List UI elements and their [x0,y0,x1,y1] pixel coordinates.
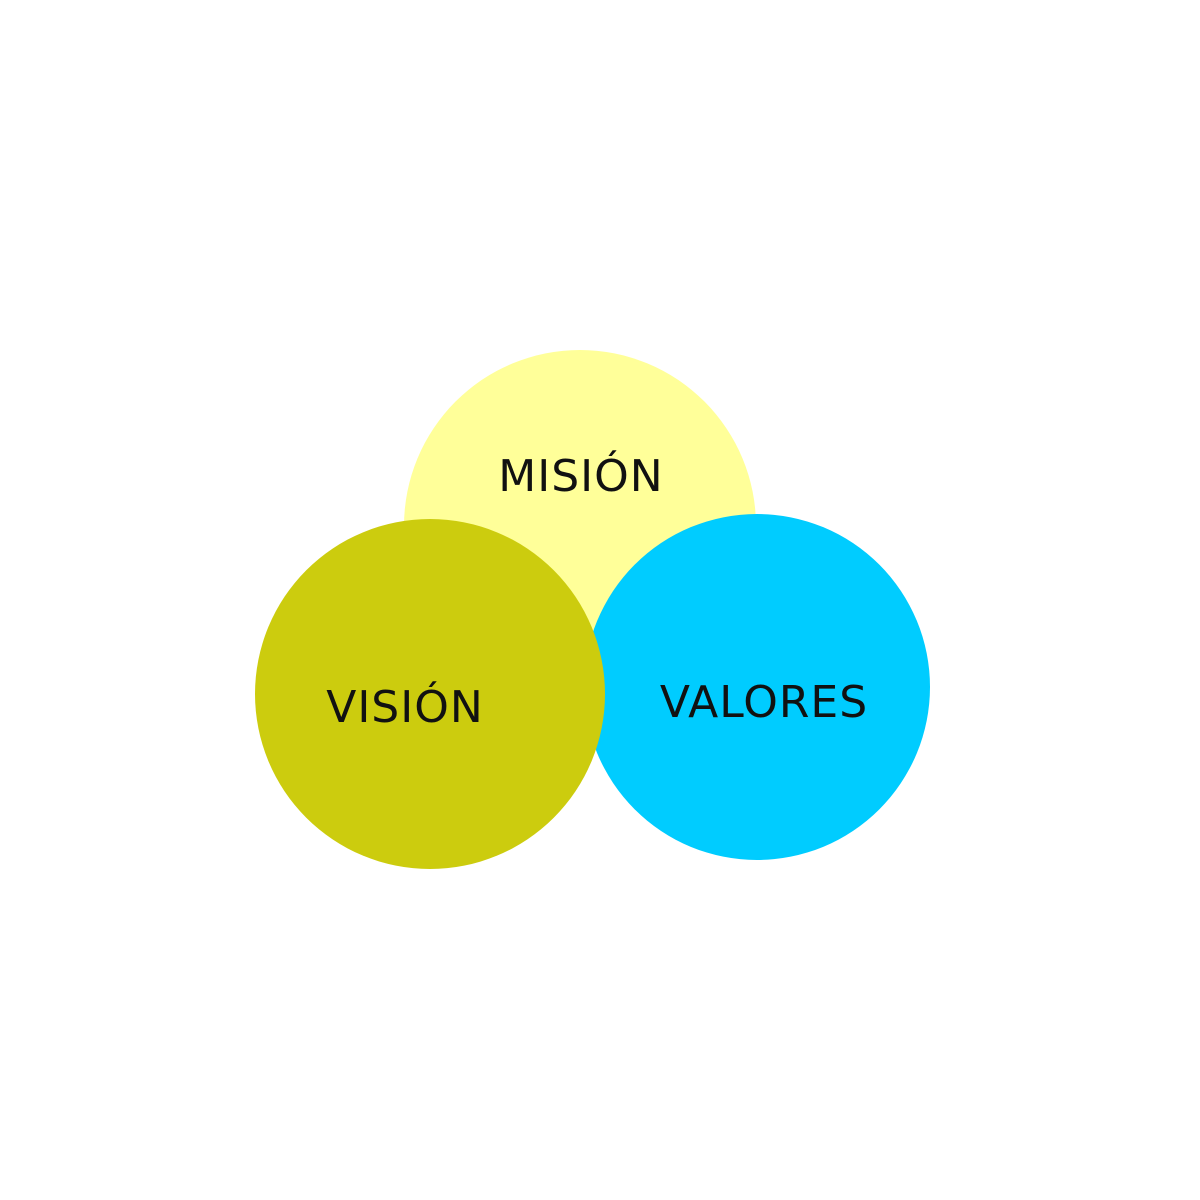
circle-vision [255,519,605,869]
circle-valores [584,514,930,860]
label-vision: VISIÓN [326,680,484,733]
label-mision: MISIÓN [498,449,663,502]
label-valores: VALORES [660,677,868,728]
